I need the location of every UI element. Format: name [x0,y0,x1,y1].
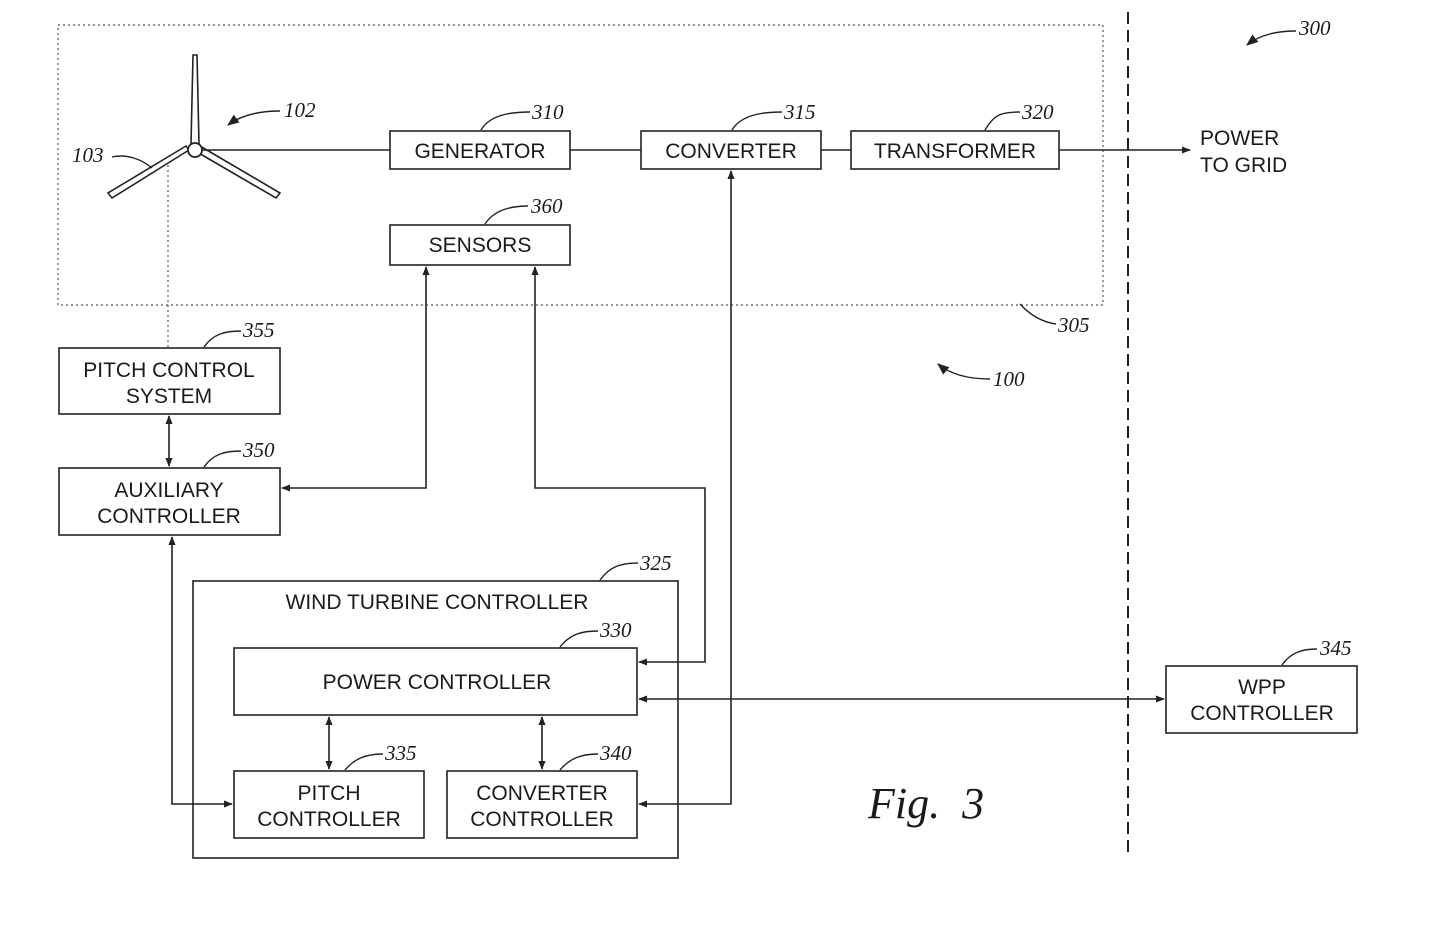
auxiliary-controller-label-2: CONTROLLER [97,505,241,528]
ref-305: 305 [1057,313,1090,337]
sensors-block: SENSORS [390,225,570,265]
ref-330: 330 [599,618,632,642]
wpp-controller-label-1: WPP [1238,676,1286,699]
converter-block: CONVERTER [641,131,821,169]
pitch-controller-label-2: CONTROLLER [257,808,401,831]
wind-turbine-icon [108,55,280,198]
converter-controller-block: CONVERTER CONTROLLER [447,771,637,838]
power-to-grid-line2: TO GRID [1200,154,1287,177]
ref-325: 325 [639,551,672,575]
auxiliary-controller-label-1: AUXILIARY [114,479,223,502]
ref-345: 345 [1319,636,1352,660]
sensors-aux-arrow [282,267,426,488]
transformer-block: TRANSFORMER [851,131,1059,169]
ref-335: 335 [384,741,417,765]
pitch-controller-label-1: PITCH [298,782,361,805]
ref-355: 355 [242,318,275,342]
power-controller-label: POWER CONTROLLER [323,671,552,694]
generator-block: GENERATOR [390,131,570,169]
ref-102: 102 [284,98,316,122]
ref-350: 350 [242,438,275,462]
pitch-controller-block: PITCH CONTROLLER [234,771,424,838]
ref-103: 103 [72,143,104,167]
ref-340: 340 [599,741,632,765]
wpp-controller-block: WPP CONTROLLER [1166,666,1357,733]
ref-100: 100 [993,367,1025,391]
ref-315: 315 [783,100,816,124]
ref-360: 360 [530,194,563,218]
pitch-control-system-label-2: SYSTEM [126,385,212,408]
power-to-grid-line1: POWER [1200,127,1279,150]
pitch-control-system-label-1: PITCH CONTROL [83,359,255,382]
power-controller-block: POWER CONTROLLER [234,648,637,715]
converter-controller-label-2: CONTROLLER [470,808,614,831]
wpp-controller-label-2: CONTROLLER [1190,702,1334,725]
ref-310: 310 [531,100,564,124]
generator-label: GENERATOR [414,140,545,163]
pitch-control-system-block: PITCH CONTROL SYSTEM [59,348,280,414]
ref-320: 320 [1021,100,1054,124]
converter-controller-label-1: CONVERTER [476,782,607,805]
wind-turbine-controller-label: WIND TURBINE CONTROLLER [286,591,589,614]
converter-label: CONVERTER [665,140,796,163]
auxiliary-controller-block: AUXILIARY CONTROLLER [59,468,280,535]
sensors-label: SENSORS [429,234,532,257]
transformer-label: TRANSFORMER [874,140,1036,163]
ref-300: 300 [1298,16,1331,40]
figure-label: Fig. 3 [867,779,984,828]
